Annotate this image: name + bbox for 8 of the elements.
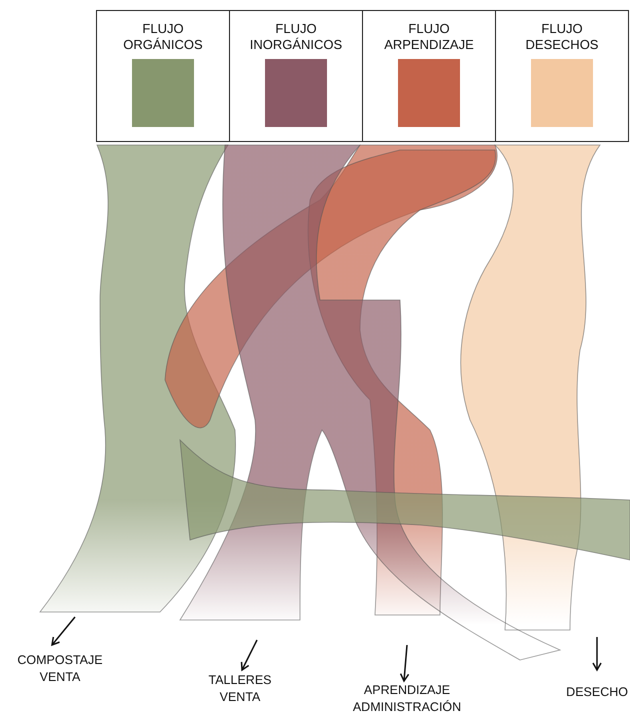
legend-label: FLUJO ORGÁNICOS [122,21,204,53]
legend-label: FLUJO DESECHOS [524,21,600,53]
outcome-label: DESECHO [566,684,628,701]
legend-label: FLUJO INORGÁNICOS [248,21,344,53]
outcome-label: COMPOSTAJE VENTA [16,652,104,686]
outcome-label: TALLERES VENTA [208,672,272,706]
legend-label: FLUJO ARPENDIZAJE [383,21,475,53]
outcome-label: APRENDIZAJE ADMINISTRACIÓN [352,682,462,716]
